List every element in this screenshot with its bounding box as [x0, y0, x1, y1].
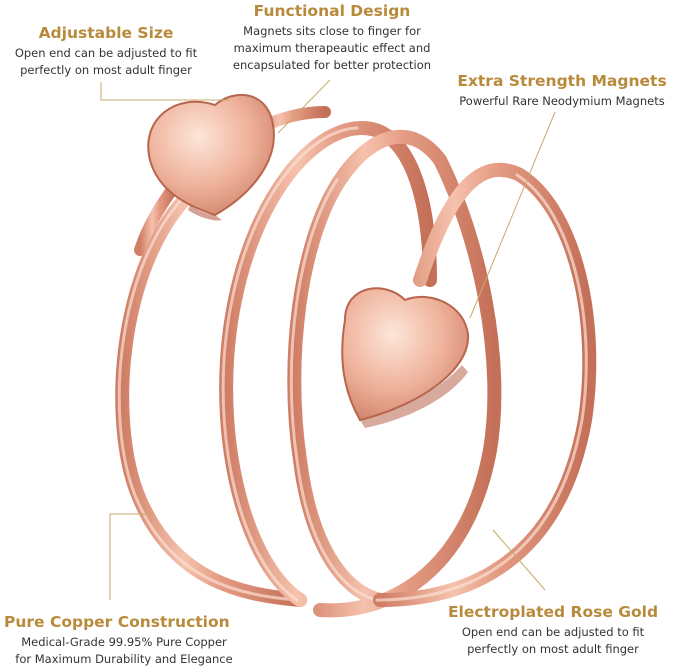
desc-line: perfectly on most adult finger: [20, 63, 192, 77]
leader-functional: [277, 79, 331, 134]
title-extra-strength-magnets: Extra Strength Magnets: [457, 72, 667, 90]
annotation-pure-copper: Pure Copper Construction Medical-Grade 9…: [4, 613, 244, 668]
coil-2: [219, 120, 437, 607]
leader-adjustable: [100, 82, 230, 101]
leader-rosegold: [492, 529, 546, 591]
desc-line: perfectly on most adult finger: [467, 642, 639, 656]
leader-magnets: [469, 111, 556, 319]
heart-magnet-top: [147, 93, 275, 221]
annotation-extra-strength-magnets: Extra Strength Magnets Powerful Rare Neo…: [452, 72, 672, 110]
heart-magnet-bottom: [341, 287, 470, 428]
title-adjustable-size: Adjustable Size: [38, 24, 174, 42]
annotation-functional-design: Functional Design Magnets sits close to …: [222, 2, 442, 74]
desc-line: encapsulated for better protection: [232, 58, 432, 72]
title-pure-copper: Pure Copper Construction: [4, 613, 230, 631]
desc-line: Medical-Grade 99.95% Pure Copper: [21, 635, 227, 649]
title-functional-design: Functional Design: [253, 2, 411, 20]
desc-line: Powerful Rare Neodymium Magnets: [459, 94, 665, 108]
desc-line: Magnets sits close to finger for: [243, 24, 421, 38]
title-rose-gold: Electroplated Rose Gold: [447, 603, 659, 621]
desc-line: maximum therapeautic effect and: [233, 41, 431, 55]
annotation-rose-gold: Electroplated Rose Gold Open end can be …: [438, 603, 668, 658]
desc-line: for Maximum Durability and Elegance: [15, 652, 233, 666]
desc-line: Open end can be adjusted to fit: [14, 46, 198, 60]
desc-line: Open end can be adjusted to fit: [461, 625, 645, 639]
annotation-adjustable-size: Adjustable Size Open end can be adjusted…: [6, 24, 206, 79]
leader-copper: [109, 513, 152, 600]
coil-3: [287, 129, 502, 618]
